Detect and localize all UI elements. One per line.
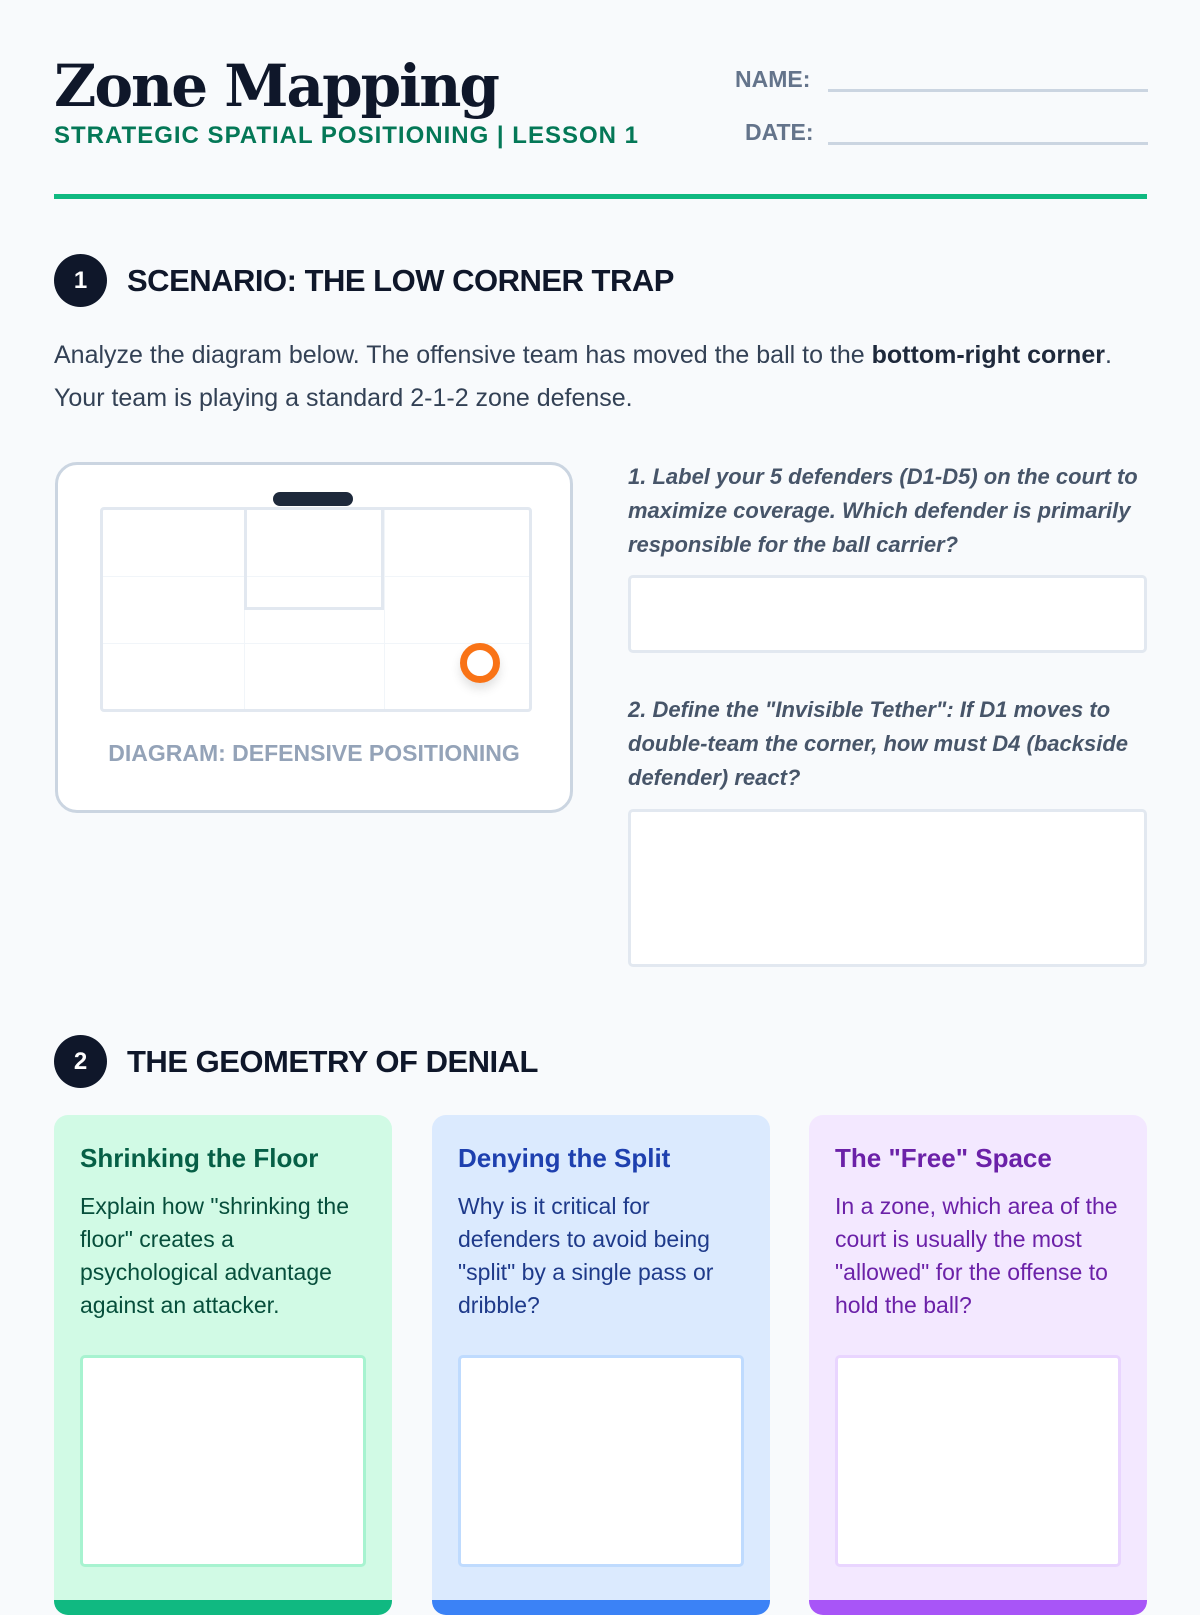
card-denying-the-split: Denying the Split Why is it critical for… — [432, 1115, 770, 1615]
card-title: The "Free" Space — [835, 1143, 1052, 1173]
intro-text: Analyze the diagram below. The offensive… — [54, 341, 872, 369]
card-answer-box[interactable] — [458, 1355, 744, 1567]
answer-box-2[interactable] — [628, 809, 1147, 967]
name-field[interactable]: NAME: — [54, 58, 1148, 98]
card-answer-box[interactable] — [80, 1355, 366, 1567]
ball-carrier-marker — [460, 643, 500, 683]
intro-emphasis: bottom-right corner — [871, 341, 1105, 369]
card-answer-box[interactable] — [835, 1355, 1121, 1567]
section-1-heading: 1 SCENARIO: THE LOW CORNER TRAP — [54, 254, 674, 307]
answer-box-1[interactable] — [628, 575, 1147, 653]
card-free-space: The "Free" Space In a zone, which area o… — [809, 1115, 1147, 1615]
question-2: 2. Define the "Invisible Tether": If D1 … — [628, 697, 1128, 790]
scenario-intro: Analyze the diagram below. The offensive… — [54, 334, 1147, 420]
name-line[interactable] — [828, 89, 1148, 92]
card-accent-bar — [54, 1600, 392, 1615]
name-label: NAME: — [735, 66, 811, 92]
card-prompt: In a zone, which area of the court is us… — [835, 1193, 1118, 1318]
date-field[interactable]: DATE: — [54, 111, 1148, 151]
key-area — [244, 510, 384, 610]
card-title: Shrinking the Floor — [80, 1143, 319, 1173]
card-prompt: Why is it critical for defenders to avoi… — [458, 1193, 714, 1318]
card-prompt: Explain how "shrinking the floor" create… — [80, 1193, 349, 1318]
card-accent-bar — [432, 1600, 770, 1615]
section-title: SCENARIO: THE LOW CORNER TRAP — [127, 262, 674, 298]
date-line[interactable] — [828, 142, 1148, 145]
section-title: THE GEOMETRY OF DENIAL — [127, 1043, 538, 1079]
date-label: DATE: — [745, 119, 814, 145]
court — [100, 507, 532, 712]
card-shrinking-the-floor: Shrinking the Floor Explain how "shrinki… — [54, 1115, 392, 1615]
section-number: 2 — [54, 1035, 107, 1088]
hoop-icon — [273, 492, 353, 506]
page-subtitle: STRATEGIC SPATIAL POSITIONING | LESSON 1 — [54, 122, 639, 149]
court-diagram: DIAGRAM: DEFENSIVE POSITIONING — [55, 462, 573, 813]
diagram-caption: DIAGRAM: DEFENSIVE POSITIONING — [108, 740, 520, 766]
header-divider — [54, 194, 1147, 199]
intro-text: . Your team is playing a standard 2-1-2 … — [54, 341, 1112, 412]
section-2-heading: 2 THE GEOMETRY OF DENIAL — [54, 1035, 538, 1088]
section-number: 1 — [54, 254, 107, 307]
page-title: Zone Mapping — [54, 52, 500, 120]
card-accent-bar — [809, 1600, 1147, 1615]
card-title: Denying the Split — [458, 1143, 671, 1173]
question-1: 1. Label your 5 defenders (D1-D5) on the… — [628, 464, 1138, 557]
